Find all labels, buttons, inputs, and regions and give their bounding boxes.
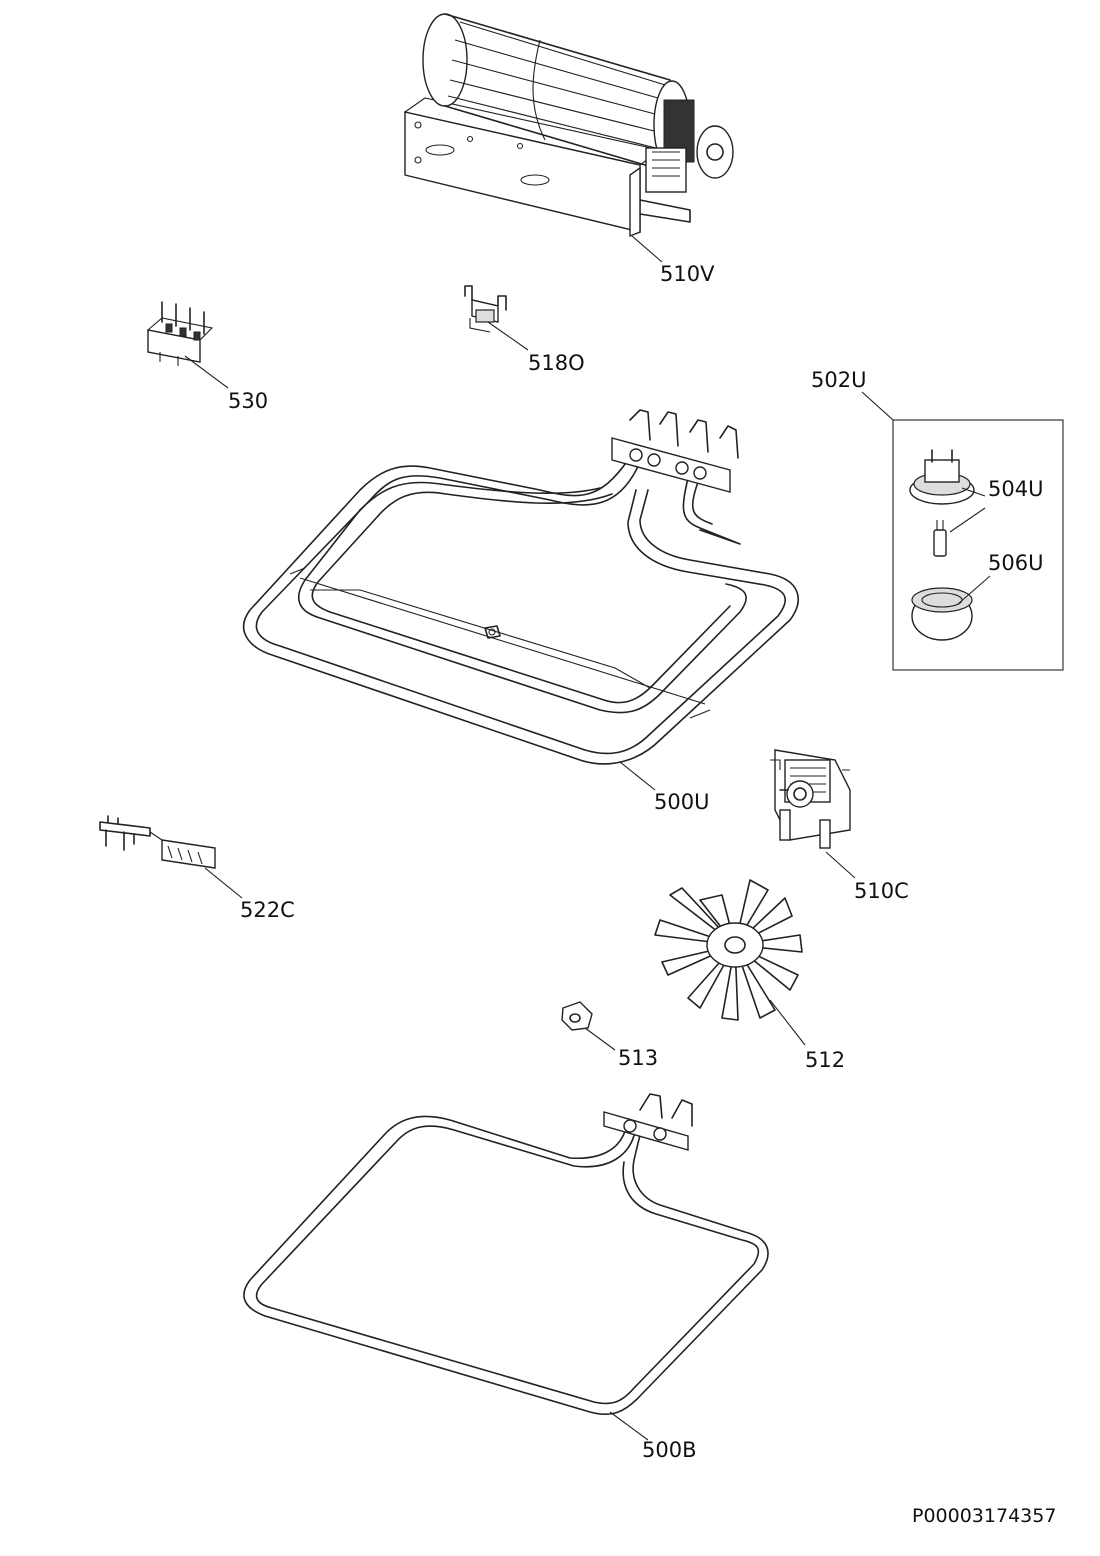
- lower-heating-element-drawing: [243, 1093, 769, 1441]
- upper-heating-element-drawing: [243, 409, 799, 791]
- lamp-assembly-drawing: [861, 391, 1064, 671]
- label-522C[interactable]: 522C: [240, 898, 295, 922]
- label-506U[interactable]: 506U: [988, 551, 1044, 575]
- convection-fan-motor-drawing: [770, 749, 856, 879]
- fan-blade-drawing: [654, 879, 806, 1046]
- terminal-block-drawing: [146, 301, 229, 389]
- label-530[interactable]: 530: [228, 389, 269, 413]
- thermostat-clip-drawing: [464, 285, 529, 351]
- label-510V[interactable]: 510V: [660, 262, 715, 286]
- nut-drawing: [561, 1001, 616, 1051]
- label-502U[interactable]: 502U: [811, 368, 867, 392]
- label-500B[interactable]: 500B: [642, 1438, 697, 1462]
- label-510C[interactable]: 510C: [854, 879, 909, 903]
- door-switch-drawing: [99, 815, 243, 899]
- label-512[interactable]: 512: [805, 1048, 846, 1072]
- document-id: P00003174357: [912, 1505, 1057, 1527]
- label-504U[interactable]: 504U: [988, 477, 1044, 501]
- label-518O[interactable]: 518O: [528, 351, 585, 375]
- label-513[interactable]: 513: [618, 1046, 659, 1070]
- label-500U[interactable]: 500U: [654, 790, 710, 814]
- tangential-fan-drawing: [403, 13, 734, 263]
